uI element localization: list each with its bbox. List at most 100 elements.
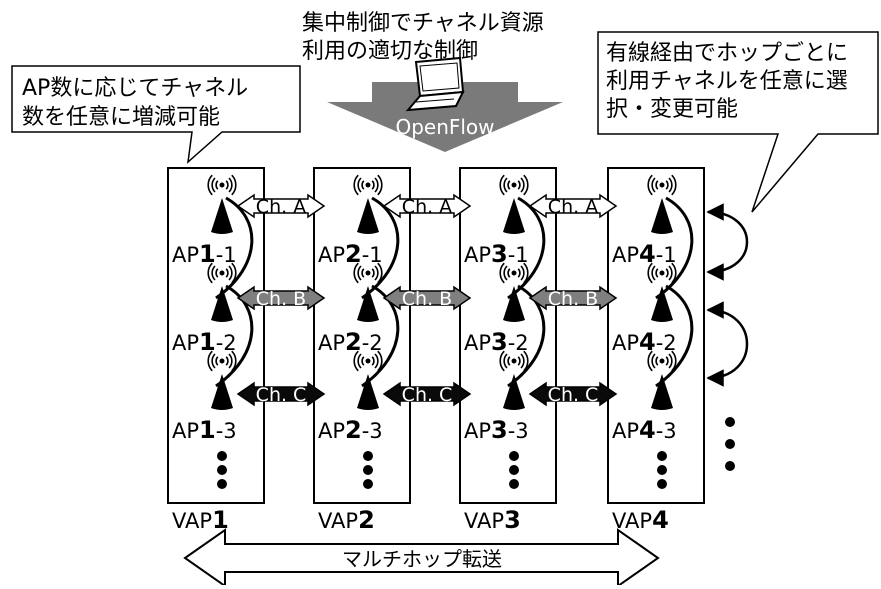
ap-node: AP3-1 [464, 174, 529, 268]
ap-label: AP2-1 [318, 240, 383, 268]
ap-label-prefix: AP [464, 243, 491, 267]
more-ap-dot [509, 479, 519, 489]
antenna-icon [211, 286, 233, 322]
more-hops-dots [725, 417, 735, 471]
wireless-signal-icon [499, 174, 529, 196]
ap-node: AP1-2 [172, 262, 237, 356]
ap-node: AP4-2 [612, 262, 677, 356]
wireless-signal-icon [499, 350, 529, 372]
channel-arrow: Ch. A [528, 193, 618, 219]
ap-label-number: 4 [639, 240, 656, 268]
ap-label: AP4-2 [612, 328, 677, 356]
ap-node: AP2-3 [318, 350, 383, 444]
ap-label-prefix: AP [464, 419, 491, 443]
ap-label-prefix: AP [318, 331, 345, 355]
ap-label-number: 1 [199, 240, 216, 268]
wireless-signal-icon [647, 350, 677, 372]
right-callout: 有線経由でホップごとに 利用チャネルを任意に選 択・変更可能 [597, 31, 879, 213]
wireless-signal-icon [353, 174, 383, 196]
vap-label-number: 2 [358, 506, 375, 534]
left-callout: AP数に応じてチャネル 数を任意に増減可能 [11, 65, 301, 164]
ap-label: AP2-2 [318, 328, 383, 356]
ap-node: AP4-3 [612, 350, 677, 444]
ap-label: AP4-3 [612, 416, 677, 444]
antenna-icon [503, 198, 525, 234]
channel-arrow: Ch. B [528, 285, 618, 311]
antenna-icon [651, 198, 673, 234]
vap-label-number: 3 [504, 506, 521, 534]
more-ap-dot [363, 479, 373, 489]
left-callout-line1: AP数に応じてチャネル [22, 76, 248, 101]
ap-label: AP2-3 [318, 416, 383, 444]
vap-label: VAP1 [172, 506, 229, 534]
antenna-icon [503, 374, 525, 410]
wireless-signal-icon [647, 174, 677, 196]
ap-label-suffix: -2 [362, 331, 383, 355]
right-callout-line2: 利用チャネルを任意に選 [606, 69, 848, 94]
channel-arrow: Ch. B [236, 285, 326, 311]
openflow-label: OpenFlow [395, 115, 494, 139]
antenna-icon [503, 286, 525, 322]
ap-label-suffix: -3 [362, 419, 383, 443]
wireless-signal-icon [207, 174, 237, 196]
ap-node: AP2-2 [318, 262, 383, 356]
ap-label-number: 2 [345, 240, 362, 268]
hop-loop-arrows [706, 203, 749, 387]
channel-label: Ch. C [402, 384, 453, 406]
channel-arrow: Ch. C [528, 381, 618, 407]
antenna-icon [357, 286, 379, 322]
left-callout-line2: 数を任意に増減可能 [22, 105, 220, 130]
antenna-icon [651, 374, 673, 410]
ap-label-number: 4 [639, 328, 656, 356]
ap-label-prefix: AP [464, 331, 491, 355]
channel-arrow: Ch. B [382, 285, 472, 311]
vap-label: VAP2 [318, 506, 375, 534]
channel-label: Ch. A [256, 196, 306, 218]
ap-label-suffix: -1 [216, 243, 237, 267]
hop-link [361, 284, 400, 388]
ap-label-number: 3 [491, 328, 508, 356]
antenna-icon [357, 198, 379, 234]
ap-label: AP1-2 [172, 328, 237, 356]
more-ap-dot [657, 465, 667, 475]
ap-label: AP1-1 [172, 240, 237, 268]
ap-label-number: 3 [491, 416, 508, 444]
vap-columns: AP1-1AP1-2AP1-3VAP1AP2-1AP2-2AP2-3VAP2AP… [167, 167, 705, 534]
wireless-signal-icon [647, 262, 677, 284]
antenna-icon [211, 198, 233, 234]
ap-label-suffix: -1 [508, 243, 529, 267]
vap-label-prefix: VAP [172, 509, 212, 533]
ap-label-prefix: AP [318, 243, 345, 267]
ap-label-suffix: -2 [216, 331, 237, 355]
ap-node: AP3-3 [464, 350, 529, 444]
more-ap-dot [363, 465, 373, 475]
ap-label-suffix: -3 [216, 419, 237, 443]
more-ap-dot [509, 451, 519, 461]
right-callout-line3: 択・変更可能 [606, 97, 738, 122]
wireless-signal-icon [353, 350, 383, 372]
wireless-signal-icon [353, 262, 383, 284]
ap-node: AP3-2 [464, 262, 529, 356]
ap-node: AP1-1 [172, 174, 237, 268]
multihop-forwarding-label: マルチホップ転送 [342, 547, 502, 571]
ap-node: AP2-1 [318, 174, 383, 268]
antenna-icon [211, 374, 233, 410]
more-ap-dot [363, 451, 373, 461]
vap-label: VAP3 [464, 506, 521, 534]
ap-label: AP4-1 [612, 240, 677, 268]
multihop-forwarding-arrow: マルチホップ転送 [183, 528, 660, 588]
ap-label-number: 2 [345, 416, 362, 444]
ap-label-prefix: AP [172, 331, 199, 355]
channel-arrow: Ch. A [236, 193, 326, 219]
channel-label: Ch. C [548, 384, 599, 406]
ap-label-suffix: -2 [508, 331, 529, 355]
ap-label: AP3-1 [464, 240, 529, 268]
vap-label-prefix: VAP [464, 509, 504, 533]
more-ap-dot [217, 465, 227, 475]
